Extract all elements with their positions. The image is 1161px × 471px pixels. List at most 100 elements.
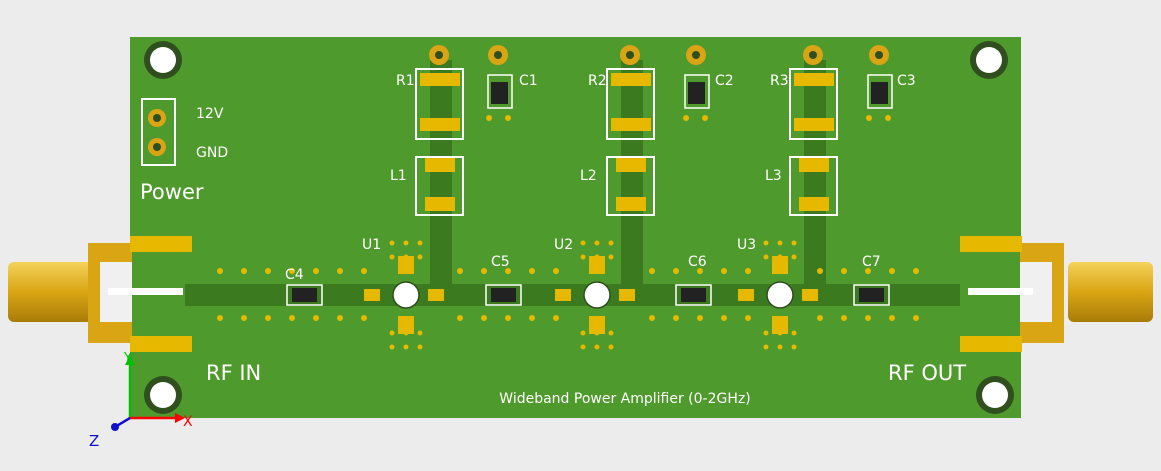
mounting-hole-bottom-right bbox=[976, 376, 1014, 414]
via bbox=[289, 268, 295, 274]
via bbox=[553, 315, 559, 321]
header-pin-label-12v: 12V bbox=[196, 106, 224, 122]
via bbox=[763, 254, 769, 260]
via bbox=[580, 330, 586, 336]
via bbox=[608, 344, 614, 350]
axis-x-label: X bbox=[183, 414, 193, 430]
via bbox=[649, 268, 655, 274]
via bbox=[791, 240, 797, 246]
mounting-hole-bottom-left bbox=[144, 376, 182, 414]
mounting-hole-top-right bbox=[970, 41, 1008, 79]
power-label: Power bbox=[140, 180, 204, 204]
via bbox=[608, 330, 614, 336]
via bbox=[673, 268, 679, 274]
label-c4: C4 bbox=[285, 267, 304, 283]
via bbox=[361, 268, 367, 274]
via-rows bbox=[217, 240, 919, 350]
label-r2: R2 bbox=[588, 73, 607, 89]
axis-y-label: Y bbox=[123, 351, 132, 366]
via bbox=[841, 268, 847, 274]
sma-connector-rf-out bbox=[960, 236, 1153, 352]
via bbox=[777, 254, 783, 260]
via bbox=[241, 268, 247, 274]
via bbox=[817, 268, 823, 274]
via bbox=[777, 330, 783, 336]
via bbox=[745, 315, 751, 321]
via bbox=[389, 330, 395, 336]
via bbox=[763, 240, 769, 246]
via bbox=[594, 344, 600, 350]
header-pin-label-gnd: GND bbox=[196, 145, 228, 161]
label-l2: L2 bbox=[580, 168, 597, 184]
coupling-cap-c7 bbox=[853, 284, 890, 306]
board-title: Wideband Power Amplifier (0-2GHz) bbox=[499, 391, 750, 407]
via bbox=[505, 315, 511, 321]
via bbox=[777, 240, 783, 246]
via bbox=[763, 344, 769, 350]
coupling-cap-c6 bbox=[675, 284, 712, 306]
via bbox=[608, 240, 614, 246]
via bbox=[791, 344, 797, 350]
coupling-cap-c4 bbox=[286, 284, 323, 306]
via bbox=[608, 254, 614, 260]
axis-z-label: Z bbox=[89, 432, 99, 450]
sma-connector-rf-in bbox=[8, 236, 192, 352]
via bbox=[337, 315, 343, 321]
via bbox=[337, 268, 343, 274]
amp-stage-1 bbox=[364, 45, 513, 334]
via bbox=[791, 330, 797, 336]
coupling-cap-c5 bbox=[485, 284, 522, 306]
via bbox=[403, 330, 409, 336]
via bbox=[697, 268, 703, 274]
label-c1: C1 bbox=[519, 73, 538, 89]
label-u3: U3 bbox=[737, 237, 756, 253]
via bbox=[529, 315, 535, 321]
via bbox=[594, 240, 600, 246]
via bbox=[389, 254, 395, 260]
via bbox=[580, 254, 586, 260]
via bbox=[553, 268, 559, 274]
via bbox=[505, 268, 511, 274]
label-u2: U2 bbox=[554, 237, 573, 253]
amp-stage-3 bbox=[738, 45, 893, 334]
via bbox=[457, 268, 463, 274]
label-r3: R3 bbox=[770, 73, 789, 89]
via bbox=[457, 315, 463, 321]
via bbox=[217, 315, 223, 321]
label-c3: C3 bbox=[897, 73, 916, 89]
power-header bbox=[141, 98, 176, 166]
via bbox=[241, 315, 247, 321]
via bbox=[721, 268, 727, 274]
via bbox=[745, 268, 751, 274]
label-l1: L1 bbox=[390, 168, 407, 184]
mounting-hole-top-left bbox=[144, 41, 182, 79]
label-c2: C2 bbox=[715, 73, 734, 89]
via bbox=[580, 240, 586, 246]
via bbox=[389, 240, 395, 246]
via bbox=[417, 330, 423, 336]
via bbox=[265, 268, 271, 274]
via bbox=[594, 330, 600, 336]
via bbox=[913, 268, 919, 274]
via bbox=[889, 268, 895, 274]
via bbox=[217, 268, 223, 274]
via bbox=[865, 268, 871, 274]
rf-in-label: RF IN bbox=[206, 361, 261, 385]
via bbox=[417, 344, 423, 350]
via bbox=[841, 315, 847, 321]
via bbox=[481, 268, 487, 274]
via bbox=[791, 254, 797, 260]
via bbox=[313, 315, 319, 321]
via bbox=[649, 315, 655, 321]
label-r1: R1 bbox=[396, 73, 415, 89]
label-c6: C6 bbox=[688, 254, 707, 270]
via bbox=[265, 315, 271, 321]
axis-triad: Y X Z bbox=[89, 351, 193, 450]
via bbox=[403, 254, 409, 260]
via bbox=[403, 344, 409, 350]
via bbox=[580, 344, 586, 350]
via bbox=[817, 315, 823, 321]
via bbox=[417, 254, 423, 260]
via bbox=[361, 315, 367, 321]
